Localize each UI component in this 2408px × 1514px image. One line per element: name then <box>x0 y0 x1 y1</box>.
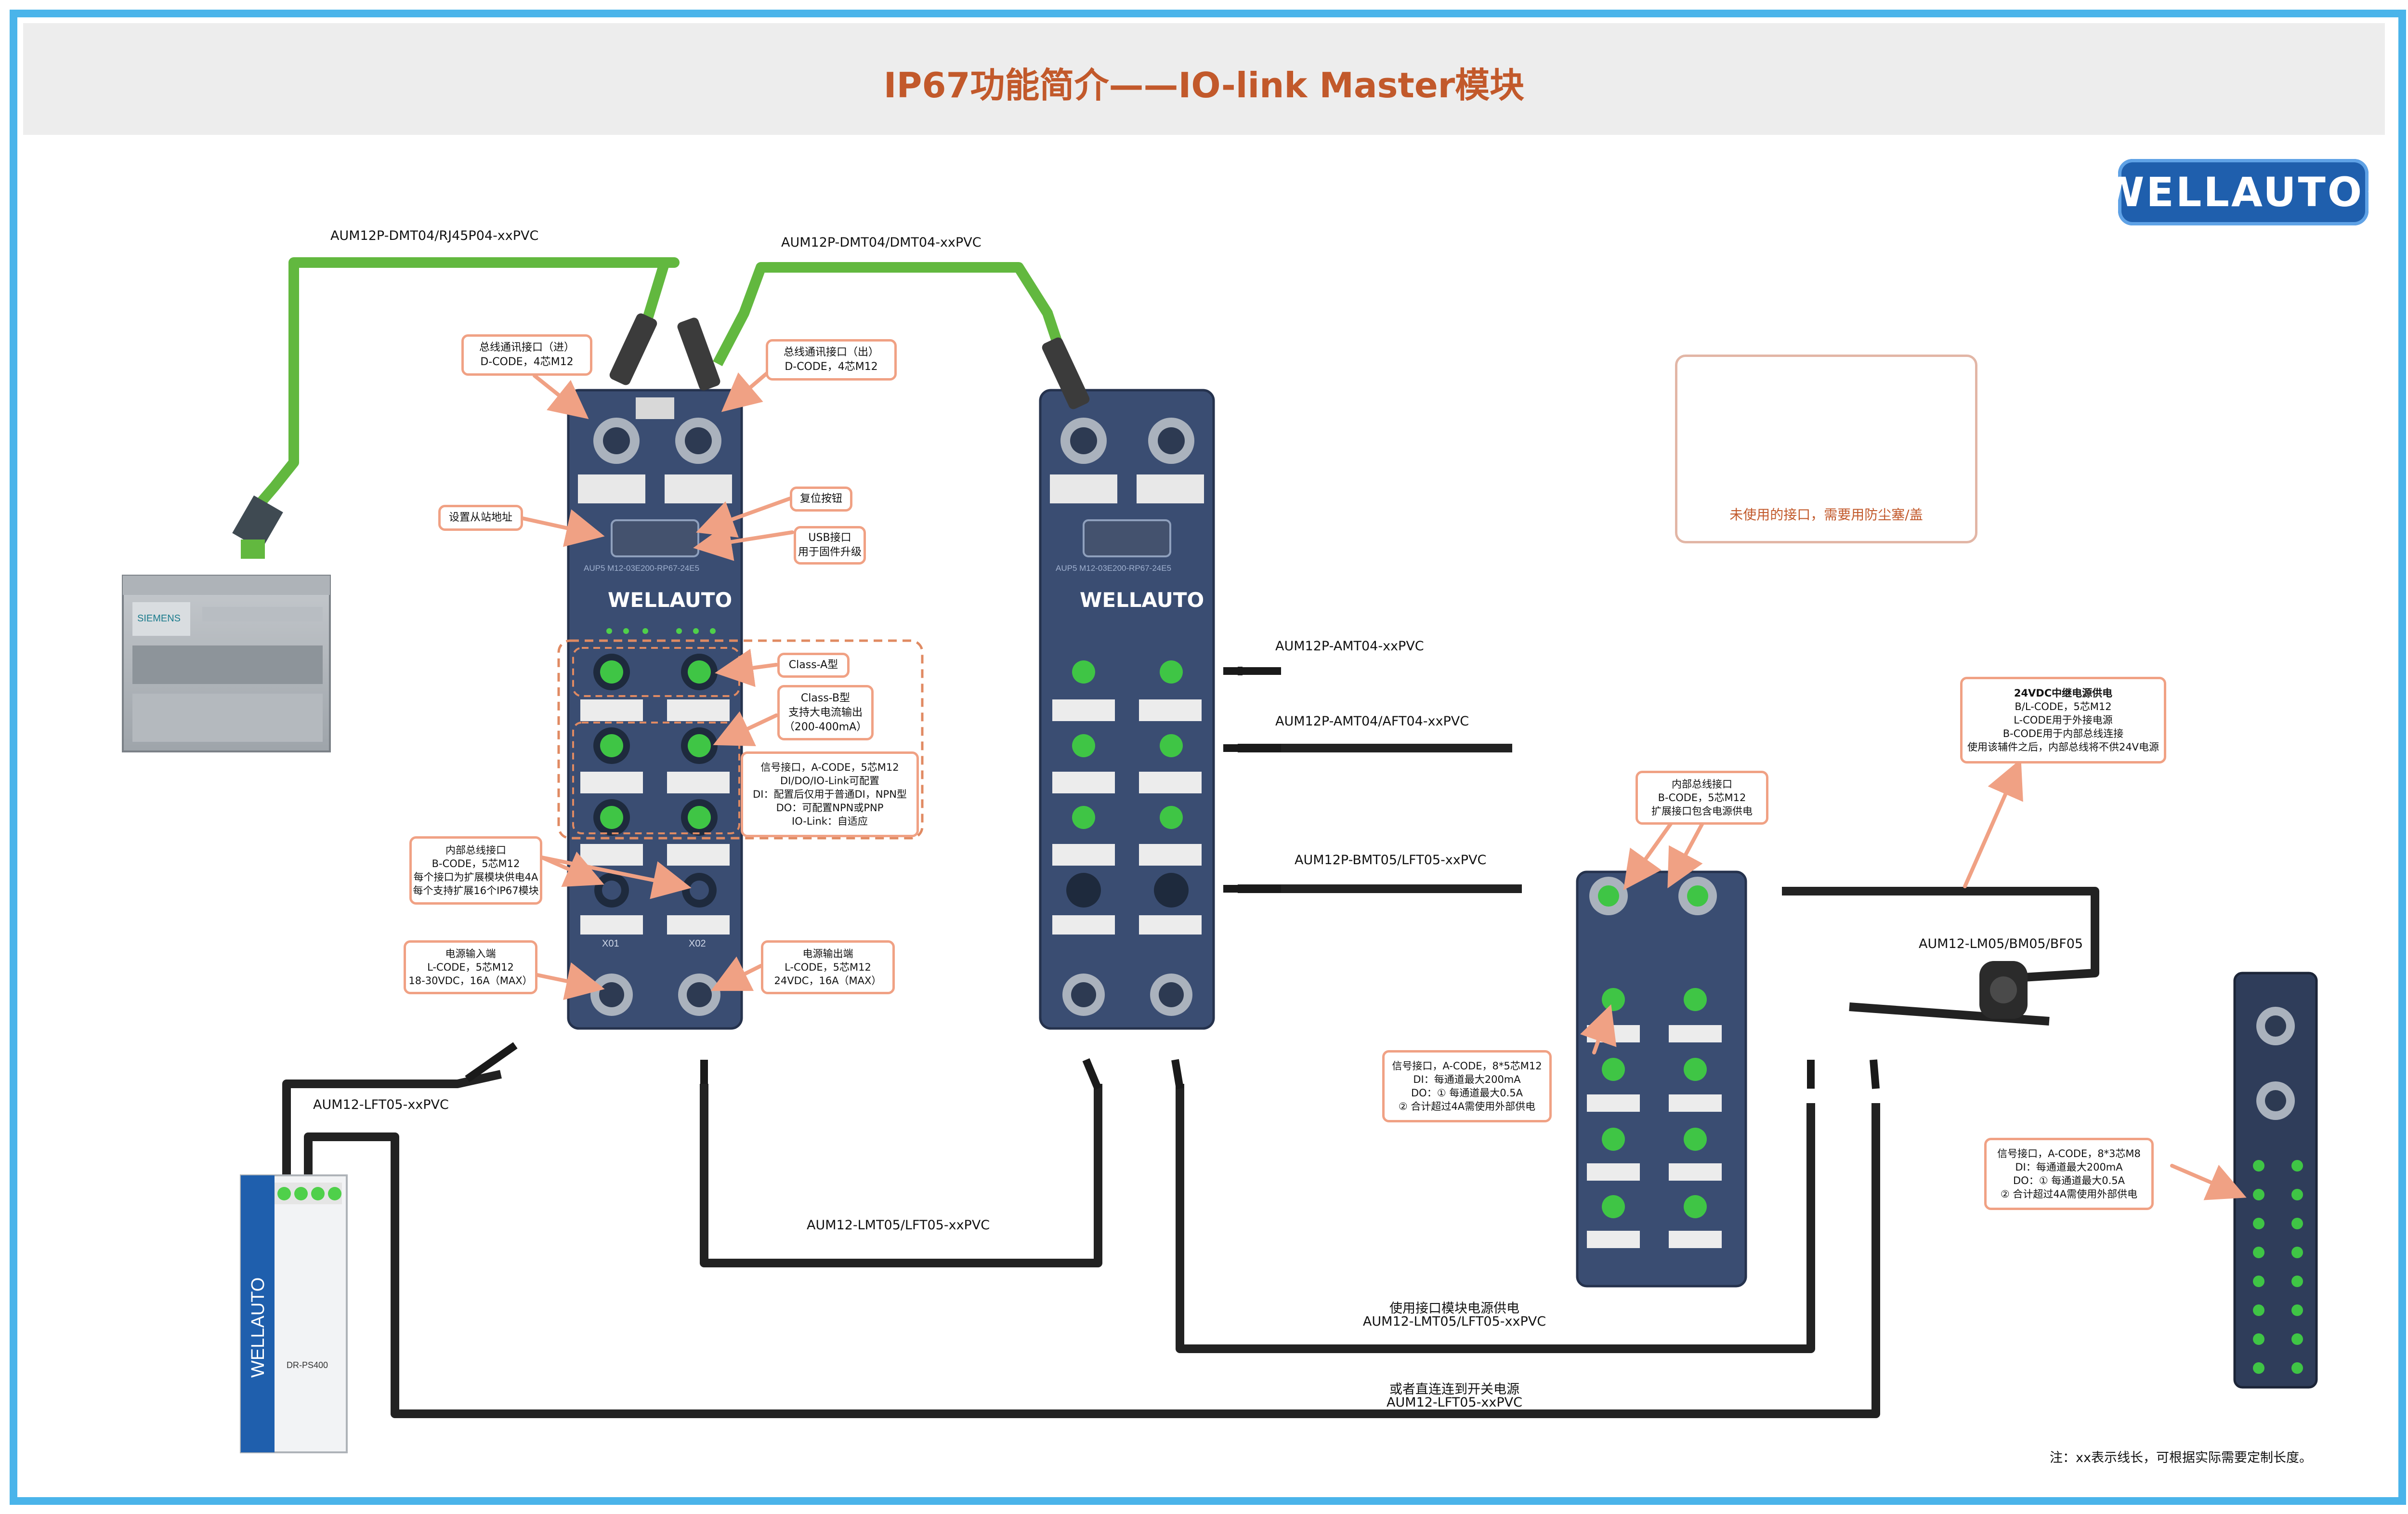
callout-bus-out: 总线通讯接口（出）D-CODE，4芯M12 <box>766 339 897 381</box>
cable-note-interface-power: 使用接口模块电源供电 <box>1389 1301 1519 1316</box>
cable-label-ext-bus: AUM12P-BMT05/LFT05-xxPVC <box>1295 853 1487 868</box>
callout-class-b: Class-B型支持大电流输出（200-400mA） <box>777 685 874 740</box>
dust-cap-caption: 未使用的接口，需要用防尘塞/盖 <box>1729 507 1923 523</box>
expansion-module <box>1576 870 1747 1288</box>
repeater-cable-2 <box>1849 1002 2050 1026</box>
cable-label-plc-to-master: AUM12P-DMT04/RJ45P04-xxPVC <box>330 228 539 243</box>
master-power-link-cable <box>700 1084 1102 1267</box>
power-in-cable-2 <box>304 1103 1880 1418</box>
plc-green-cable-loop <box>241 257 680 524</box>
repeater-coupler <box>1979 961 2028 1019</box>
repeater-cable <box>1782 887 2099 982</box>
callout-slave-address: 设置从站地址 <box>438 505 523 531</box>
cable-label-direct-power: AUM12-LFT05-xxPVC <box>1387 1395 1522 1410</box>
footnote: 注：xx表示线长，可根据实际需要定制长度。 <box>2050 1450 2312 1465</box>
dust-cap-panel: 未使用的接口，需要用防尘塞/盖 <box>1675 355 1977 543</box>
ext-power-cable <box>1176 1084 1815 1353</box>
power-supply: WELLAUTO DR-PS400 <box>240 1174 348 1453</box>
title-bar: IP67功能简介——IO-link Master模块 <box>23 23 2385 135</box>
master-1-x02: X02 <box>689 938 706 949</box>
psu-brand: WELLAUTO <box>248 1277 268 1378</box>
cable-label-sensor-2: AUM12P-AMT04/AFT04-xxPVC <box>1275 714 1469 729</box>
cable-label-repeater: AUM12-LM05/BM05/BF05 <box>1919 936 2083 951</box>
callout-usb: USB接口用于固件升级 <box>794 526 866 565</box>
callout-class-a: Class-A型 <box>777 653 850 678</box>
master-2-brand: WELLAUTO <box>1080 588 1204 612</box>
master-1-model: AUP5 M12-03E200-RP67-24E5 <box>584 564 699 573</box>
master-module-2: AUP5 M12-03E200-RP67-24E5 WELLAUTO <box>1039 337 1215 1030</box>
master-link-green-cable <box>713 262 1072 373</box>
callout-arrows <box>492 364 2247 1200</box>
black-cables <box>282 667 2099 1418</box>
cable-label-power-link: AUM12-LMT05/LFT05-xxPVC <box>807 1218 990 1233</box>
cable-note-direct-power: 或者直连连到开关电源 <box>1389 1382 1519 1397</box>
cable-label-master-to-master: AUM12P-DMT04/DMT04-xxPVC <box>781 235 982 250</box>
m8-module <box>2233 972 2318 1389</box>
master-1-signal-ports <box>580 654 730 866</box>
class-b-box <box>572 722 740 834</box>
master-module-1: AUP5 M12-03E200-RP67-24E5 WELLAUTO X01 X… <box>567 313 743 1030</box>
callout-bus-in: 总线通讯接口（进）D-CODE，4芯M12 <box>461 334 592 376</box>
plc-brand-label: SIEMENS <box>137 613 181 624</box>
cable-label-interface-power: AUM12-LMT05/LFT05-xxPVC <box>1362 1314 1546 1329</box>
siemens-plc: SIEMENS <box>122 495 331 752</box>
cable-label-power-in: AUM12-LFT05-xxPVC <box>313 1097 449 1112</box>
callout-reset: 复位按钮 <box>790 487 852 512</box>
master-2-model: AUP5 M12-03E200-RP67-24E5 <box>1056 564 1171 573</box>
page-title: IP67功能简介——IO-link Master模块 <box>883 65 1525 105</box>
master-1-brand: WELLAUTO <box>608 588 732 612</box>
cable-label-sensor-1: AUM12P-AMT04-xxPVC <box>1275 639 1424 654</box>
power-in-cable <box>282 1070 502 1175</box>
master-1-x01: X01 <box>602 938 619 949</box>
psu-model: DR-PS400 <box>287 1360 328 1370</box>
brand-logo: WELLAUTO® <box>2100 159 2385 225</box>
